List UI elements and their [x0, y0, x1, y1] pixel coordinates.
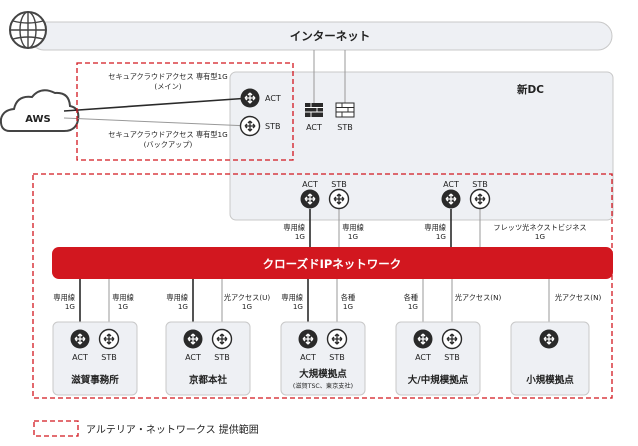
site4-act-router-icon — [412, 328, 434, 350]
site1-act-label: ACT — [72, 353, 88, 362]
site3-stb-label: STB — [329, 353, 344, 362]
site-link-6-line1: 各種 — [341, 293, 355, 302]
firewall-act-icon — [305, 103, 323, 117]
closed-ip-network-label: クローズドIPネットワーク — [263, 257, 402, 271]
site-link-2-line1: 専用線 — [112, 293, 134, 302]
dc-link-3-line1: 専用線 — [424, 223, 446, 232]
secure-backup-sub: (バックアップ) — [144, 140, 193, 149]
site4-stb-router-icon — [441, 328, 463, 350]
dc1-act-label: ACT — [302, 180, 318, 189]
site4-name: 大/中規模拠点 — [408, 374, 469, 386]
site4-stb-label: STB — [444, 353, 459, 362]
dc-link-3-line2: 1G — [436, 232, 446, 241]
dc2-stb-router-icon — [469, 188, 491, 210]
site1-stb-label: STB — [101, 353, 116, 362]
dc1-stb-router-icon — [328, 188, 350, 210]
site2-stb-router-icon — [211, 328, 233, 350]
site-link-5-line2: 1G — [293, 302, 303, 311]
site2-act-router-icon — [182, 328, 204, 350]
legend-label: アルテリア・ネットワークス 提供範囲 — [86, 423, 259, 436]
secure-act-router-icon — [239, 87, 261, 109]
legend-swatch — [33, 420, 79, 437]
site3-stb-router-icon — [326, 328, 348, 350]
site2-act-label: ACT — [185, 353, 201, 362]
site-link-3-line2: 1G — [178, 302, 188, 311]
site3-sub: (滋賀TSC、東京支社) — [293, 382, 353, 390]
site5-name: 小規模拠点 — [525, 374, 574, 386]
site3-name: 大規模拠点 — [299, 368, 347, 380]
site-link-4-line1: 光アクセス(U) — [224, 293, 271, 302]
dc-link-2-line2: 1G — [348, 232, 358, 241]
firewall-stb-icon — [335, 102, 355, 118]
site1-stb-router-icon — [98, 328, 120, 350]
dc1-stb-label: STB — [331, 180, 346, 189]
dc-link-4-line1: フレッツ光ネクストビジネス — [493, 223, 586, 232]
secure-main-label: セキュアクラウドアクセス 専有型1G — [108, 72, 227, 81]
site1-name: 滋賀事務所 — [71, 374, 119, 386]
new-dc-box — [229, 71, 614, 221]
site3-act-router-icon — [297, 328, 319, 350]
site-link-7-line2: 1G — [408, 302, 418, 311]
firewall-stb-label: STB — [337, 123, 352, 132]
dc2-act-label: ACT — [443, 180, 459, 189]
site-link-6-line2: 1G — [343, 302, 353, 311]
aws-cloud-icon — [0, 89, 80, 132]
dc1-act-router-icon — [299, 188, 321, 210]
secure-stb-label: STB — [265, 122, 280, 131]
site-link-3-line1: 専用線 — [166, 293, 188, 302]
secure-backup-label: セキュアクラウドアクセス 専有型1G — [108, 130, 227, 139]
new-dc-label: 新DC — [517, 83, 544, 96]
site-link-1-line2: 1G — [65, 302, 75, 311]
site2-name: 京都本社 — [189, 374, 228, 386]
site-link-8-line1: 光アクセス(N) — [455, 293, 502, 302]
site-link-9-line1: 光アクセス(N) — [555, 293, 602, 302]
dc2-act-router-icon — [440, 188, 462, 210]
site-link-5-line1: 専用線 — [281, 293, 303, 302]
secure-main-sub: (メイン) — [154, 82, 181, 91]
site-link-4-line2: 1G — [242, 302, 252, 311]
site3-act-label: ACT — [300, 353, 316, 362]
dc-link-1-line1: 専用線 — [283, 223, 305, 232]
secure-act-label: ACT — [265, 94, 281, 103]
site-link-2-line2: 1G — [118, 302, 128, 311]
aws-label: AWS — [25, 114, 51, 125]
dc-link-2-line1: 専用線 — [342, 223, 364, 232]
firewall-act-label: ACT — [306, 123, 322, 132]
secure-stb-router-icon — [239, 115, 261, 137]
site-link-7-line1: 各種 — [404, 293, 418, 302]
site1-act-router-icon — [69, 328, 91, 350]
secure-access-scope — [76, 62, 294, 161]
provider-scope — [32, 173, 613, 399]
dc-link-1-line2: 1G — [295, 232, 305, 241]
site5-router-icon — [538, 328, 560, 350]
site-link-1-line1: 専用線 — [53, 293, 75, 302]
site4-act-label: ACT — [415, 353, 431, 362]
site2-stb-label: STB — [214, 353, 229, 362]
globe-icon — [9, 11, 47, 49]
closed-ip-network-bar — [52, 247, 613, 279]
site-box-small — [510, 321, 590, 396]
dc-link-4-line2: 1G — [535, 232, 545, 241]
internet-label: インターネット — [290, 29, 371, 43]
dc2-stb-label: STB — [472, 180, 487, 189]
